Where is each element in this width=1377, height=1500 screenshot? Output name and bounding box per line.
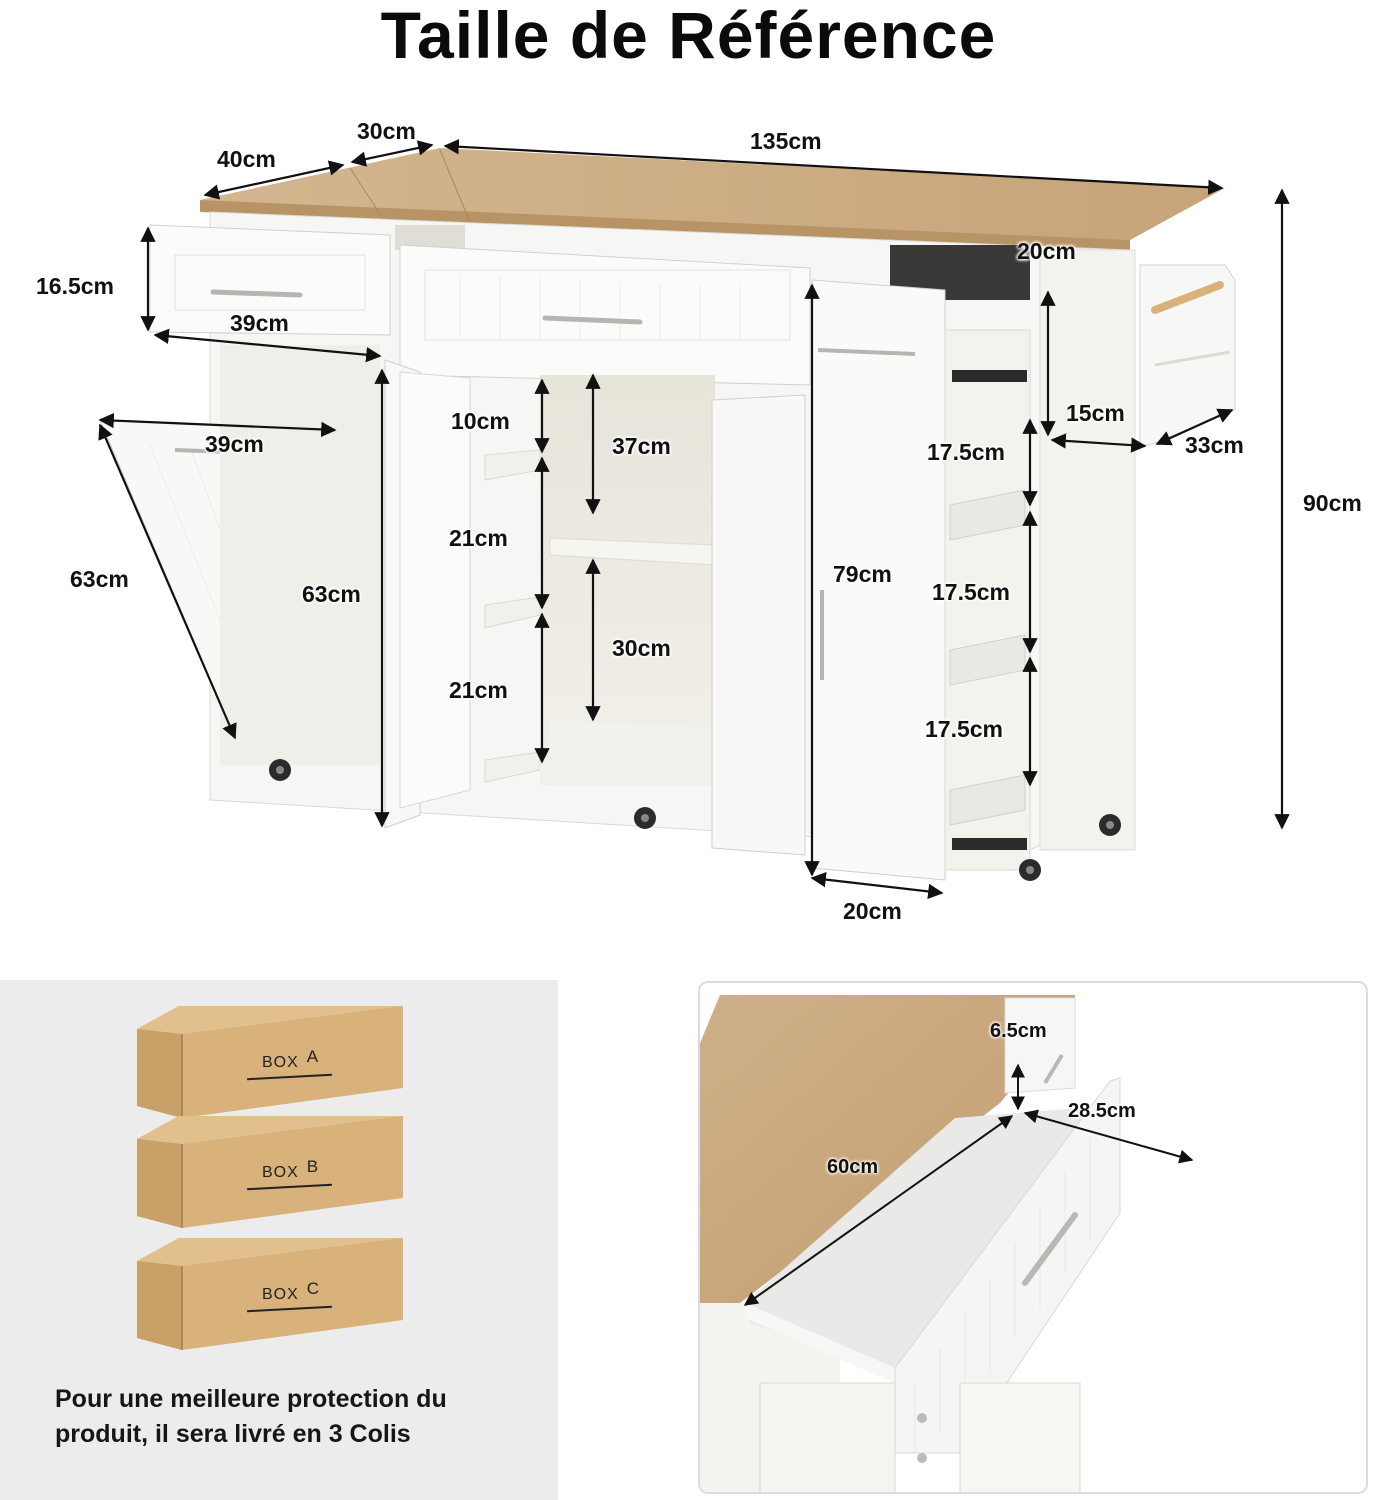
dim-inner-lower: 30cm — [612, 635, 671, 661]
dim-pullout-width: 20cm — [843, 898, 902, 924]
dim-trash-door-width: 39cm — [205, 431, 264, 457]
dim-cabinet-height: 63cm — [302, 581, 361, 607]
dim-spice-rack-depth: 33cm — [1185, 432, 1244, 458]
dim-door-shelf-mid: 21cm — [449, 525, 508, 551]
dim-top-depth-left: 40cm — [217, 146, 276, 172]
dim-drawer-depth: 60cm — [827, 1156, 879, 1178]
cardboard-box-icon — [137, 1116, 403, 1228]
drawer-detail-panel: 6.5cm 28.5cm 60cm — [698, 981, 1368, 1494]
page-title: Taille de Référence — [380, 0, 997, 72]
dim-door-shelf-bottom: 21cm — [449, 677, 508, 703]
dim-pullout-height: 79cm — [833, 561, 892, 587]
kitchen-island-diagram: 40cm 30cm 135cm 20cm 90cm 16.5cm 39cm 39… — [0, 90, 1377, 950]
dim-door-shelf-top: 10cm — [451, 408, 510, 434]
dim-top-extension: 30cm — [357, 118, 416, 144]
dim-top-width: 135cm — [750, 128, 822, 154]
cardboard-box-icon — [137, 1238, 403, 1350]
dim-left-drawer-width: 39cm — [230, 310, 289, 336]
dim-drawer-height: 6.5cm — [990, 1020, 1047, 1042]
drawer-illustration — [700, 983, 1366, 1492]
dim-drawer-width: 28.5cm — [1068, 1100, 1136, 1122]
kitchen-island-illustration — [98, 139, 1290, 900]
dim-pullout-shelf-2: 17.5cm — [932, 579, 1011, 605]
dim-left-drawer-height: 16.5cm — [36, 273, 115, 299]
dim-spice-rack-height: 15cm — [1066, 400, 1125, 426]
dim-pullout-shelf-1: 17.5cm — [927, 439, 1006, 465]
dim-pullout-shelf-3: 17.5cm — [925, 716, 1004, 742]
dim-trash-door-height: 63cm — [70, 566, 129, 592]
dim-inner-upper: 37cm — [612, 433, 671, 459]
packaging-note: Pour une meilleure protection du produit… — [55, 1385, 447, 1448]
dim-total-height: 90cm — [1303, 490, 1362, 516]
dim-side-shelf-depth: 20cm — [1017, 238, 1076, 264]
cardboard-box-icon — [137, 1006, 403, 1118]
